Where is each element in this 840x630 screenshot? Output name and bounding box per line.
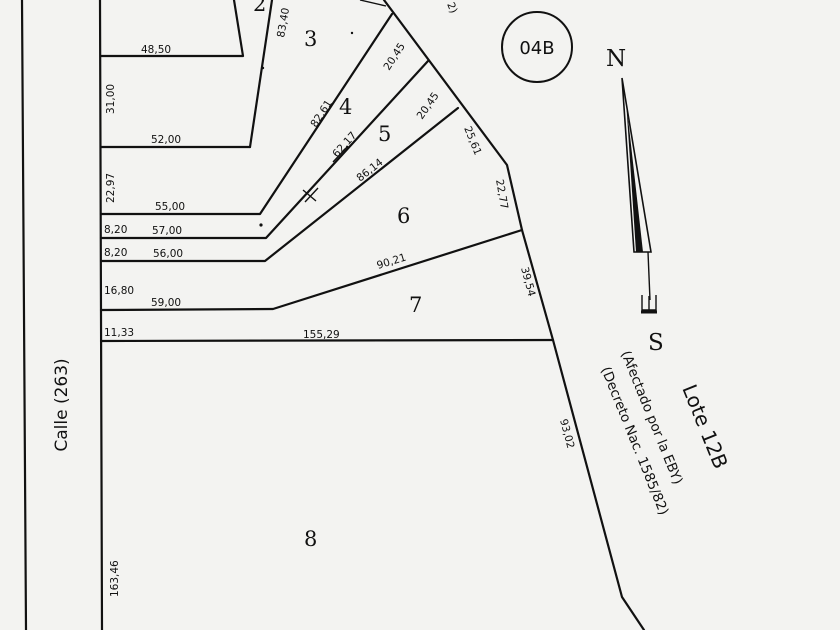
lot-number-7: 7 bbox=[409, 293, 422, 317]
lot-number-8: 8 bbox=[304, 527, 317, 551]
dim-lot6-depth: 56,00 bbox=[153, 248, 183, 260]
north-label: N bbox=[606, 46, 626, 72]
dim-lot6-rear-b: 22,77 bbox=[493, 178, 510, 210]
dim-lot3-depth: 52,00 bbox=[151, 134, 181, 146]
dim-lot6-front: 8,20 bbox=[104, 247, 127, 259]
lot-number-6: 6 bbox=[397, 204, 410, 228]
lot-number-5: 5 bbox=[378, 122, 391, 146]
dim-lot8-top: 155,29 bbox=[303, 329, 340, 341]
dim-lot7-front: 16,80 bbox=[104, 285, 134, 297]
road-label-partial: 2) bbox=[444, 1, 459, 15]
lot-number-4: 4 bbox=[339, 95, 352, 119]
north-arrow-icon: N S bbox=[606, 46, 664, 356]
lot-number-2: 2 bbox=[253, 0, 266, 16]
street-label: Calle (263) bbox=[52, 358, 72, 451]
lot-boundaries bbox=[99, 0, 646, 630]
dim-lot5-front: 8,20 bbox=[104, 224, 127, 236]
dim-lot5-depth: 57,00 bbox=[152, 225, 182, 237]
lot-numbers: 2 3 4 5 6 7 8 bbox=[253, 0, 422, 551]
block-id-marker: 04B bbox=[501, 11, 573, 83]
dim-lot2-front: 48,50 bbox=[141, 44, 171, 56]
drafting-marks bbox=[259, 31, 354, 227]
lot-number-3: 3 bbox=[304, 27, 317, 51]
dim-lot7-depth: 59,00 bbox=[151, 297, 181, 309]
south-label: S bbox=[648, 330, 664, 356]
street-strip: Calle (263) bbox=[20, 0, 104, 630]
dim-lot3-front: 31,00 bbox=[105, 84, 117, 114]
dim-lot8-side: 163,46 bbox=[109, 560, 121, 597]
dim-lot4-depth: 55,00 bbox=[155, 201, 185, 213]
block-id: 04B bbox=[519, 38, 554, 59]
dim-lot4-front: 22,97 bbox=[105, 173, 117, 203]
dim-lot8-front: 11,33 bbox=[104, 327, 134, 339]
dim-lot2-side: 83,40 bbox=[275, 7, 292, 39]
